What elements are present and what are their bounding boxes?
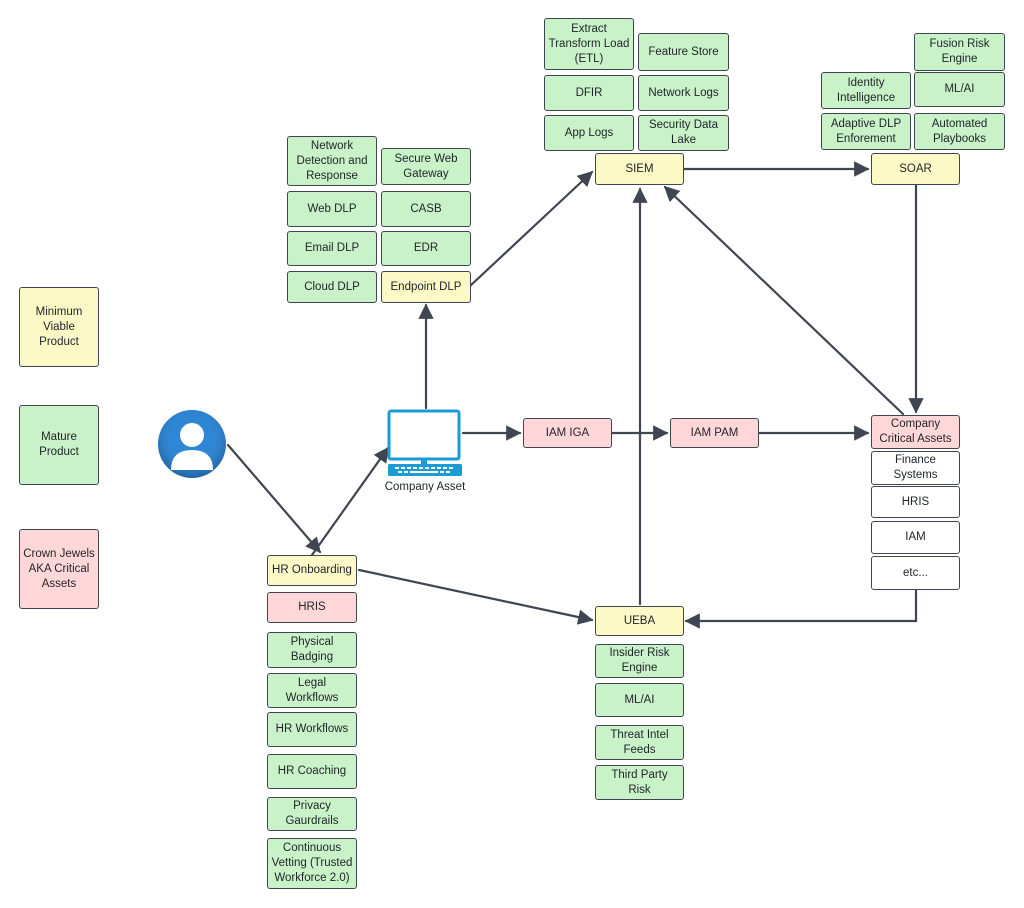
insider-risk-engine-box: Insider Risk Engine <box>595 644 684 678</box>
connector-endpoint-dlp-to-siem <box>468 170 594 288</box>
iam-iga-box: IAM IGA <box>523 418 612 448</box>
adaptive-dlp-box: Adaptive DLP Enforement <box>821 113 911 150</box>
legend-crown-jewels: Crown Jewels AKA Critical Assets <box>19 529 99 609</box>
connector-hr-onboarding-to-ueba <box>357 568 594 625</box>
connector-user-to-hr-onboarding <box>226 443 322 554</box>
connector-critical-assets-to-siem <box>663 185 905 416</box>
cloud-dlp-box: Cloud DLP <box>287 271 377 303</box>
company-asset-label: Company Asset <box>384 481 466 493</box>
third-party-risk-box: Third Party Risk <box>595 765 684 800</box>
critical-asset-iam: IAM <box>871 521 960 554</box>
connector-hr-to-company-asset <box>310 446 390 557</box>
swg-box: Secure Web Gateway <box>381 148 471 185</box>
continuous-vetting-box: Continuous Vetting (Trusted Workforce 2.… <box>267 838 357 889</box>
iam-pam-box: IAM PAM <box>670 418 759 448</box>
threat-intel-feeds-box: Threat Intel Feeds <box>595 725 684 760</box>
ml-ai-soar-box: ML/AI <box>914 72 1005 107</box>
legend-mature: Mature Product <box>19 405 99 485</box>
casb-box: CASB <box>381 191 471 227</box>
soar-box: SOAR <box>871 153 960 185</box>
physical-badging-box: Physical Badging <box>267 632 357 668</box>
network-logs-box: Network Logs <box>638 75 729 111</box>
automated-playbooks-box: Automated Playbooks <box>914 113 1005 150</box>
laptop-icon <box>386 408 464 480</box>
dfir-box: DFIR <box>544 75 634 111</box>
ndr-box: Network Detection and Response <box>287 136 377 186</box>
feature-store-box: Feature Store <box>638 33 729 71</box>
endpoint-dlp-box: Endpoint DLP <box>381 271 471 303</box>
email-dlp-box: Email DLP <box>287 231 377 266</box>
critical-asset-finance-systems: Finance Systems <box>871 451 960 485</box>
fusion-risk-engine-box: Fusion Risk Engine <box>914 33 1005 71</box>
privacy-guardrails-box: Privacy Gaurdrails <box>267 797 357 831</box>
hr-workflows-box: HR Workflows <box>267 712 357 747</box>
user-avatar-icon <box>158 410 226 478</box>
critical-asset-etc: etc... <box>871 556 960 590</box>
connector-critical-assets-to-ueba <box>684 588 918 629</box>
critical-asset-hris: HRIS <box>871 486 960 518</box>
legal-workflows-box: Legal Workflows <box>267 673 357 708</box>
hr-onboarding-box: HR Onboarding <box>267 555 357 586</box>
edr-box: EDR <box>381 231 471 266</box>
hris-box: HRIS <box>267 592 357 623</box>
app-logs-box: App Logs <box>544 115 634 151</box>
web-dlp-box: Web DLP <box>287 191 377 227</box>
identity-intelligence-box: Identity Intelligence <box>821 72 911 109</box>
siem-box: SIEM <box>595 153 684 185</box>
ml-ai-ueba-box: ML/AI <box>595 683 684 717</box>
hr-coaching-box: HR Coaching <box>267 754 357 789</box>
company-critical-assets-box: Company Critical Assets <box>871 415 960 449</box>
security-data-lake-box: Security Data Lake <box>638 115 729 151</box>
ueba-box: UEBA <box>595 606 684 636</box>
legend-mvp: Minimum Viable Product <box>19 287 99 367</box>
etl-box: Extract Transform Load (ETL) <box>544 18 634 70</box>
